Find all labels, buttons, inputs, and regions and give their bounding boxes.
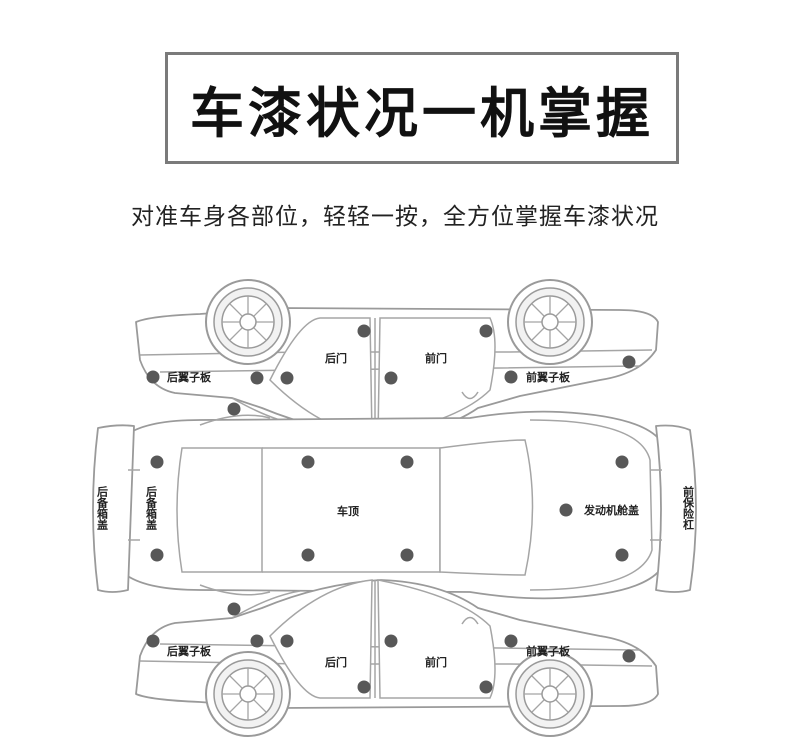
page-subtitle: 对准车身各部位，轻轻一按，全方位掌握车漆状况 [131, 204, 659, 230]
measure-point-roof-2[interactable] [400, 455, 414, 469]
car-side-view-top [135, 279, 659, 437]
measure-point-bottom-front-door-1[interactable] [384, 634, 398, 648]
label-top-rear-fender: 后翼子板 [167, 370, 212, 384]
measure-point-top-front-fender-1[interactable] [504, 370, 518, 384]
measure-point-top-rear-fender-2[interactable] [250, 371, 264, 385]
label-rear-bumper: 后备箱盖 [96, 485, 110, 530]
measure-point-bottom-pillar[interactable] [227, 602, 241, 616]
measure-point-bottom-front-fender-2[interactable] [622, 649, 636, 663]
label-top-front-door: 前门 [425, 351, 447, 365]
part-labels: 后翼子板 后门 前门 前翼子板 后备箱盖 后备箱盖 车顶 发动机舱盖 前保险杠 … [96, 351, 696, 669]
measure-point-top-front-door-2[interactable] [479, 324, 493, 338]
measure-point-trunk-2[interactable] [150, 548, 164, 562]
measure-point-top-front-fender-2[interactable] [622, 355, 636, 369]
label-hood: 发动机舱盖 [583, 503, 639, 517]
wheel-front-bottom [507, 651, 593, 737]
page-title: 车漆状况一机掌握 [190, 81, 654, 145]
measure-point-top-pillar[interactable] [227, 402, 241, 416]
label-trunk-lid: 后备箱盖 [145, 485, 159, 530]
label-bottom-front-door: 前门 [425, 655, 447, 669]
measure-point-hood-3[interactable] [615, 548, 629, 562]
measure-point-top-rear-fender-1[interactable] [146, 370, 160, 384]
label-front-bumper: 前保险杠 [682, 485, 696, 531]
wheel-front-top [507, 279, 593, 365]
measure-point-hood-1[interactable] [615, 455, 629, 469]
car-top-view [92, 410, 697, 600]
measure-point-bottom-rear-fender-2[interactable] [250, 634, 264, 648]
label-top-front-fender: 前翼子板 [526, 370, 571, 384]
measure-point-bottom-rear-door-1[interactable] [280, 634, 294, 648]
measure-point-roof-3[interactable] [301, 548, 315, 562]
measure-point-top-rear-door-1[interactable] [280, 371, 294, 385]
measure-point-hood-2[interactable] [559, 503, 573, 517]
wheel-rear-top [205, 279, 291, 365]
measurement-points [146, 324, 636, 694]
car-side-view-bottom [135, 579, 659, 737]
measure-point-top-rear-door-2[interactable] [357, 324, 371, 338]
label-top-rear-door: 后门 [325, 351, 347, 365]
measure-point-bottom-front-fender-1[interactable] [504, 634, 518, 648]
wheel-rear-bottom [205, 651, 291, 737]
measure-point-roof-1[interactable] [301, 455, 315, 469]
measure-point-trunk-1[interactable] [150, 455, 164, 469]
measure-point-bottom-rear-door-2[interactable] [357, 680, 371, 694]
title-box: 车漆状况一机掌握 [165, 52, 679, 164]
label-roof: 车顶 [337, 504, 359, 518]
label-bottom-rear-door: 后门 [325, 655, 347, 669]
measure-point-bottom-front-door-2[interactable] [479, 680, 493, 694]
measure-point-roof-4[interactable] [400, 548, 414, 562]
label-bottom-rear-fender: 后翼子板 [167, 644, 212, 658]
measure-point-top-front-door-1[interactable] [384, 371, 398, 385]
measure-point-bottom-rear-fender-1[interactable] [146, 634, 160, 648]
label-bottom-front-fender: 前翼子板 [526, 644, 571, 658]
